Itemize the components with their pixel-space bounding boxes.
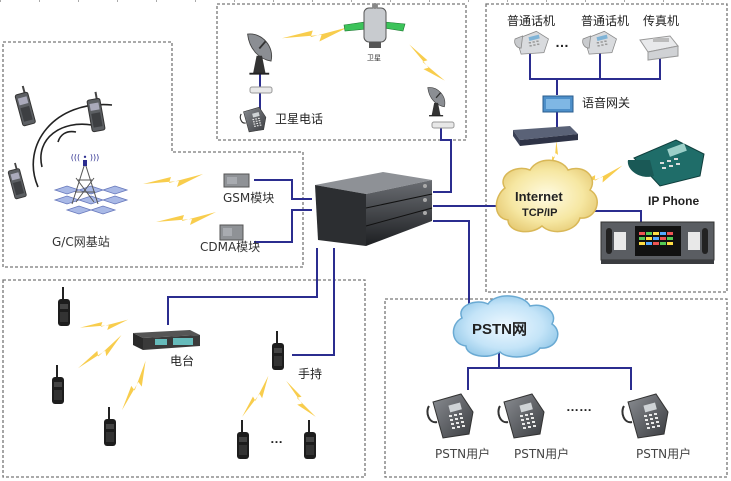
satellite-dish-icon	[246, 33, 273, 75]
fax-icon	[639, 35, 679, 61]
satellite-phone-label: 卫星电话	[275, 112, 324, 126]
dispatch-switch-icon	[315, 172, 433, 246]
internet-cloud	[495, 159, 598, 233]
mobile-phone-icon	[12, 84, 37, 127]
pstn-phone-icon	[426, 393, 474, 439]
link-satellite-ground	[433, 128, 452, 193]
radio-station-label: 电台	[170, 354, 195, 368]
base-station-icon: ((( • )))	[53, 153, 129, 215]
link-cdma	[254, 209, 312, 243]
pstn-phone-icon	[621, 393, 669, 439]
walkie-talkie-icon	[52, 365, 64, 404]
wireless-radio-2	[73, 334, 127, 371]
ip-phone-icon	[627, 139, 705, 187]
voice-gateway-icon	[542, 95, 574, 113]
wireless-sat-dish1	[282, 27, 348, 42]
link-pstn	[433, 220, 470, 312]
satellite-zone	[239, 3, 455, 133]
tcpip-label: TCP/IP	[522, 207, 558, 219]
fax-label: 传真机	[643, 14, 680, 28]
voip-zone	[495, 30, 715, 264]
satellite-dish-icon	[427, 86, 446, 117]
mobile-phone-icon	[85, 90, 106, 133]
link-radio-station	[167, 248, 318, 325]
office-phone-icon	[514, 30, 549, 55]
walkie-talkie-icon	[104, 407, 116, 446]
walkie-talkie-icon	[237, 420, 249, 459]
link-phones-bus	[529, 52, 661, 95]
network-switch-icon	[513, 126, 578, 146]
voice-gateway-label: 语音网关	[582, 96, 631, 110]
svg-text:((( • ))): ((( • )))	[71, 153, 100, 162]
gsm-module-icon	[223, 173, 250, 188]
wireless-bs-cdma	[156, 212, 216, 225]
cdma-module-label: CDMA模块	[200, 240, 261, 254]
internet-label: Internet	[515, 189, 563, 204]
wireless-bs-gsm	[143, 174, 203, 187]
pstn-zone	[426, 295, 669, 439]
handheld-ellipsis: …	[270, 431, 283, 446]
ip-phone-label: IP Phone	[648, 194, 700, 208]
wireless-handheld-1	[236, 375, 277, 419]
office-phone-icon	[582, 30, 617, 55]
zone-radio-border	[2, 279, 366, 478]
pstn-ellipsis: ……	[566, 399, 592, 414]
walkie-talkie-icon	[304, 420, 316, 459]
pstn-cloud-label: PSTN网	[472, 321, 528, 338]
walkie-talkie-icon	[58, 287, 70, 326]
base-station-label: G/C网基站	[52, 235, 110, 249]
gsm-module-label: GSM模块	[223, 191, 275, 205]
satellite-modem-icon	[249, 86, 273, 94]
satellite-icon	[343, 3, 406, 48]
zone-voip-border	[485, 3, 728, 293]
zone-satellite-border	[216, 3, 467, 141]
zone-pstn-border	[384, 298, 728, 478]
pstn-user-label: PSTN用户	[636, 447, 692, 461]
phone1-label: 普通话机	[507, 14, 556, 28]
phones-ellipsis: …	[555, 34, 569, 50]
satellite-phone-icon	[239, 106, 267, 133]
wireless-radio-3	[114, 360, 156, 412]
phone2-label: 普通话机	[581, 14, 630, 28]
link-gsm	[254, 179, 312, 200]
pstn-phone-icon	[497, 393, 545, 439]
link-handheld	[292, 248, 335, 356]
mobile-zone: ((( • )))	[5, 84, 250, 241]
pstn-user-label: PSTN用户	[435, 447, 491, 461]
satellite-label: 卫星	[367, 54, 381, 62]
link-ipconsole	[590, 210, 642, 222]
pstn-user-label: PSTN用户	[514, 447, 570, 461]
handheld-label: 手持	[298, 367, 323, 381]
cdma-module-icon	[219, 224, 244, 241]
mobile-phone-icon	[5, 161, 28, 200]
handheld-radio-icon	[272, 331, 284, 370]
wireless-handheld-2	[284, 377, 316, 422]
dispatch-console-icon	[600, 221, 715, 264]
pstn-cloud	[452, 295, 559, 358]
radio-station-icon	[133, 330, 200, 350]
wireless-radio-1	[80, 319, 128, 330]
satellite-modem-icon	[431, 121, 455, 129]
radio-zone	[52, 287, 316, 459]
wireless-sat-dish2	[407, 39, 445, 87]
zone-mobile-border	[2, 41, 304, 268]
